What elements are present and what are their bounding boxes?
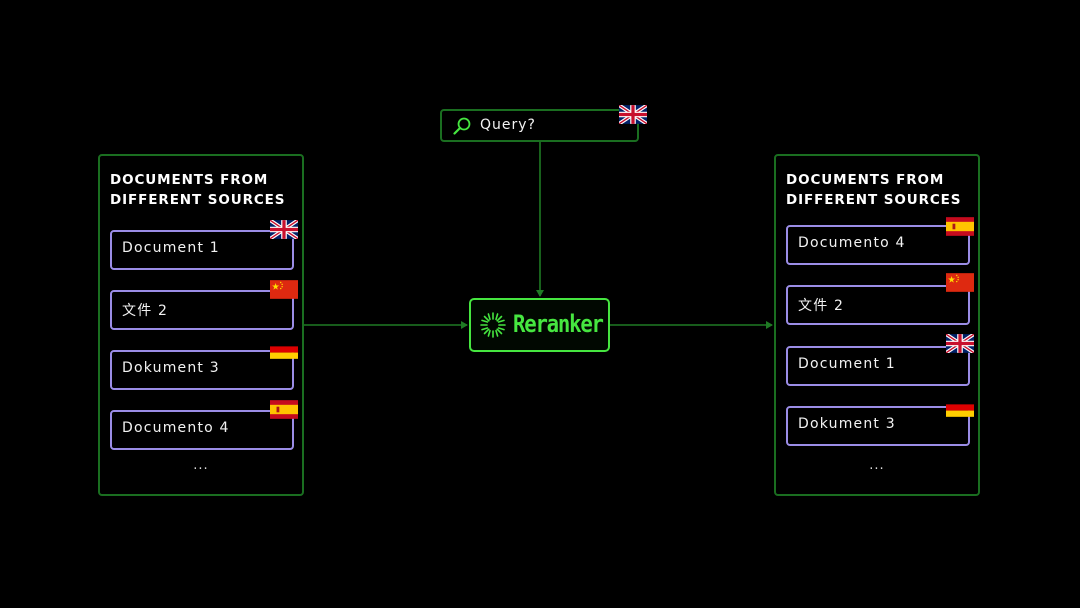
document-label: Documento 4 [798, 235, 906, 251]
germany-flag-icon [270, 340, 298, 359]
document-label: Document 1 [798, 356, 896, 372]
input-document-item: Document 1 [110, 220, 298, 270]
uk-flag-icon [619, 105, 647, 124]
reranker-box: Reranker [469, 298, 610, 352]
query-box: Query? [440, 105, 647, 142]
document-label: Documento 4 [122, 420, 230, 436]
china-flag-icon [946, 273, 974, 292]
uk-flag-icon [946, 334, 974, 353]
spain-flag-icon [946, 217, 974, 236]
reranker-logo-icon [480, 312, 506, 338]
output-documents-panel: DOCUMENTS FROM DIFFERENT SOURCES Documen… [774, 154, 980, 496]
search-icon [453, 117, 471, 135]
document-label: Dokument 3 [122, 360, 220, 376]
input-panel-title-line2: DIFFERENT SOURCES [110, 192, 286, 208]
query-label: Query? [480, 117, 536, 133]
output-document-item: 文件 2 [786, 273, 974, 325]
input-document-item: 文件 2 [110, 280, 298, 330]
more-documents-ellipsis: ... [869, 458, 885, 473]
output-document-item: Document 1 [786, 334, 974, 386]
china-flag-icon [270, 280, 298, 299]
input-documents-panel: DOCUMENTS FROM DIFFERENT SOURCES Documen… [98, 154, 304, 496]
output-document-item: Documento 4 [786, 217, 974, 265]
more-documents-ellipsis: ... [193, 458, 209, 473]
output-panel-title-line2: DIFFERENT SOURCES [786, 192, 962, 208]
output-panel-title: DOCUMENTS FROM DIFFERENT SOURCES [786, 170, 972, 210]
output-document-item: Dokument 3 [786, 398, 974, 446]
document-label: 文件 2 [122, 303, 169, 319]
document-label: 文件 2 [798, 298, 845, 314]
input-document-item: Documento 4 [110, 400, 298, 450]
reranker-label: Reranker [513, 310, 604, 338]
input-panel-title-line1: DOCUMENTS FROM [110, 172, 269, 188]
document-label: Document 1 [122, 240, 220, 256]
input-document-item: Dokument 3 [110, 340, 298, 390]
spain-flag-icon [270, 400, 298, 419]
uk-flag-icon [270, 220, 298, 239]
document-label: Dokument 3 [798, 416, 896, 432]
input-panel-title: DOCUMENTS FROM DIFFERENT SOURCES [110, 170, 296, 210]
germany-flag-icon [946, 398, 974, 417]
output-panel-title-line1: DOCUMENTS FROM [786, 172, 945, 188]
